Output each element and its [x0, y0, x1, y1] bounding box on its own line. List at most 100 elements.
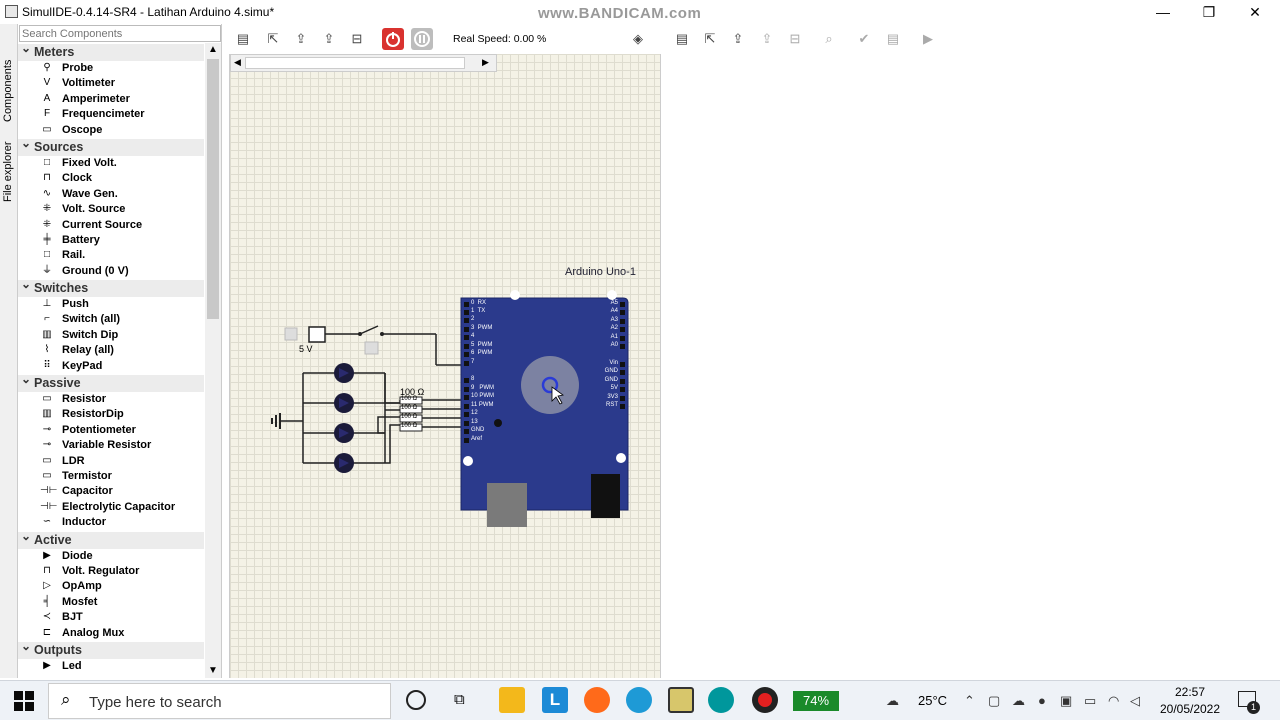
- component-diode[interactable]: ▶Diode: [18, 549, 204, 564]
- scroll-right-arrow-icon[interactable]: ▶: [482, 57, 489, 67]
- circuit-diagram: [271, 290, 629, 527]
- component-electrolytic-capacitor[interactable]: ⊣⊢Electrolytic Capacitor: [18, 500, 204, 515]
- component-push[interactable]: ⊥Push: [18, 297, 204, 312]
- component-clock[interactable]: ⊓Clock: [18, 171, 204, 186]
- component-analog-mux[interactable]: ⊏Analog Mux: [18, 626, 204, 641]
- editor-save-icon[interactable]: ⇪: [732, 31, 744, 46]
- weather-icon[interactable]: ☁: [886, 693, 899, 708]
- save-as-icon[interactable]: ⇪: [323, 31, 335, 46]
- component-keypad[interactable]: ⠿KeyPad: [18, 359, 204, 374]
- scroll-down-arrow-icon[interactable]: ▼: [208, 665, 218, 676]
- component-opamp[interactable]: ▷OpAmp: [18, 579, 204, 594]
- security-icon[interactable]: ▣: [1060, 693, 1073, 708]
- open-circuit-icon[interactable]: ⇱: [267, 31, 279, 46]
- power-button[interactable]: [382, 28, 404, 50]
- component-fixed-volt[interactable]: □Fixed Volt.: [18, 156, 204, 171]
- component-label: OpAmp: [62, 580, 102, 593]
- close-button[interactable]: ✕: [1249, 4, 1261, 20]
- firefox-icon[interactable]: [584, 687, 610, 713]
- bandicam-record-icon[interactable]: [752, 687, 778, 713]
- component-inductor[interactable]: ∽Inductor: [18, 515, 204, 530]
- component-mosfet[interactable]: ╡Mosfet: [18, 595, 204, 610]
- pause-button[interactable]: [411, 28, 433, 50]
- new-circuit-icon[interactable]: ▤: [236, 31, 250, 46]
- onedrive-icon[interactable]: ☁: [1012, 693, 1025, 708]
- editor-save-as-icon[interactable]: ⇪: [761, 31, 773, 46]
- component-variable-resistor[interactable]: ⊸Variable Resistor: [18, 438, 204, 453]
- component-resistor[interactable]: ▭Resistor: [18, 392, 204, 407]
- canvas-scroll-thumb[interactable]: [245, 57, 465, 69]
- amperimeter-icon: A: [43, 92, 51, 104]
- component-list-scrollbar[interactable]: ▲ ▼: [205, 43, 221, 678]
- debug-run-icon[interactable]: ▶: [923, 31, 933, 46]
- l-app-icon[interactable]: L: [542, 687, 568, 713]
- category-sources[interactable]: Sources: [18, 135, 204, 156]
- component-volt-source[interactable]: ⁜Volt. Source: [18, 202, 204, 217]
- file-explorer-icon[interactable]: [499, 687, 525, 713]
- component-potentiometer[interactable]: ⊸Potentiometer: [18, 423, 204, 438]
- component-probe[interactable]: ⚲Probe: [18, 61, 204, 76]
- category-meters[interactable]: Meters: [18, 43, 204, 61]
- component-termistor[interactable]: ▭Termistor: [18, 469, 204, 484]
- editor-export-icon[interactable]: ⊟: [789, 31, 801, 46]
- component-capacitor[interactable]: ⊣⊢Capacitor: [18, 484, 204, 499]
- simulide-taskbar-icon[interactable]: [668, 687, 694, 713]
- weather-temperature[interactable]: 25°C: [918, 693, 948, 708]
- meet-now-icon[interactable]: ▢: [988, 693, 1001, 708]
- taskbar-search-box[interactable]: ⌕ Type here to search: [48, 683, 391, 719]
- component-wave-gen[interactable]: ∿Wave Gen.: [18, 187, 204, 202]
- component-current-source[interactable]: ⁜Current Source: [18, 218, 204, 233]
- tab-file-explorer[interactable]: File explorer: [2, 141, 14, 202]
- battery-indicator[interactable]: 74%: [793, 691, 839, 711]
- component-resistordip[interactable]: ▥ResistorDip: [18, 407, 204, 422]
- arduino-ide-icon[interactable]: [708, 687, 734, 713]
- task-view-icon[interactable]: ⧉: [454, 691, 465, 708]
- windows-start-icon[interactable]: [14, 691, 34, 711]
- component-led[interactable]: ▶Led: [18, 659, 204, 674]
- find-icon[interactable]: ⌕: [825, 31, 833, 46]
- export-icon[interactable]: ⊟: [351, 31, 363, 46]
- settings-dropdown-icon[interactable]: ◈: [633, 31, 643, 46]
- component-switch-dip[interactable]: ▥Switch Dip: [18, 328, 204, 343]
- edge-icon[interactable]: [626, 687, 652, 713]
- minimize-button[interactable]: —: [1156, 4, 1170, 20]
- component-ldr[interactable]: ▭LDR: [18, 454, 204, 469]
- battery-tray-icon[interactable]: ▭: [1084, 693, 1097, 708]
- scroll-up-arrow-icon[interactable]: ▲: [208, 44, 218, 55]
- show-hidden-icons-chevron-icon[interactable]: ⌃: [964, 693, 975, 708]
- component-relay-all[interactable]: ⌇Relay (all): [18, 343, 204, 358]
- component-ground-0-v[interactable]: ⏚Ground (0 V): [18, 264, 204, 279]
- scroll-left-arrow-icon[interactable]: ◀: [234, 57, 241, 67]
- circuit-canvas[interactable]: ◀ ▶ Arduino Uno-1: [229, 54, 661, 678]
- component-rail[interactable]: □Rail.: [18, 248, 204, 263]
- category-outputs[interactable]: Outputs: [18, 638, 204, 659]
- editor-new-icon[interactable]: ▤: [675, 31, 689, 46]
- component-battery[interactable]: ╪Battery: [18, 233, 204, 248]
- component-volt-regulator[interactable]: ⊓Volt. Regulator: [18, 564, 204, 579]
- canvas-horizontal-scrollbar[interactable]: ◀ ▶: [230, 54, 497, 72]
- scroll-thumb[interactable]: [207, 59, 219, 319]
- editor-open-icon[interactable]: ⇱: [704, 31, 716, 46]
- maximize-button[interactable]: ❐: [1202, 4, 1216, 20]
- compile-check-icon[interactable]: ✔: [858, 31, 870, 46]
- wifi-icon[interactable]: ◠: [1108, 693, 1120, 708]
- component-switch-all[interactable]: ⌐Switch (all): [18, 312, 204, 327]
- tab-components[interactable]: Components: [2, 59, 14, 122]
- category-passive[interactable]: Passive: [18, 371, 204, 393]
- category-active[interactable]: Active: [18, 528, 204, 549]
- component-oscope[interactable]: ▭Oscope: [18, 123, 204, 138]
- clock-date: 20/05/2022: [1159, 702, 1221, 716]
- save-circuit-icon[interactable]: ⇪: [295, 31, 307, 46]
- code-editor-area[interactable]: [665, 54, 1280, 678]
- upload-icon[interactable]: ▤: [886, 31, 900, 46]
- volume-icon[interactable]: ◁: [1130, 693, 1140, 708]
- cortana-icon[interactable]: [406, 690, 426, 710]
- category-switches[interactable]: Switches: [18, 276, 204, 298]
- search-components-input[interactable]: [19, 25, 221, 42]
- taskbar-clock[interactable]: 22:57 20/05/2022: [1150, 684, 1230, 718]
- component-bjt[interactable]: ≺BJT: [18, 610, 204, 625]
- microphone-icon[interactable]: ●: [1038, 693, 1046, 708]
